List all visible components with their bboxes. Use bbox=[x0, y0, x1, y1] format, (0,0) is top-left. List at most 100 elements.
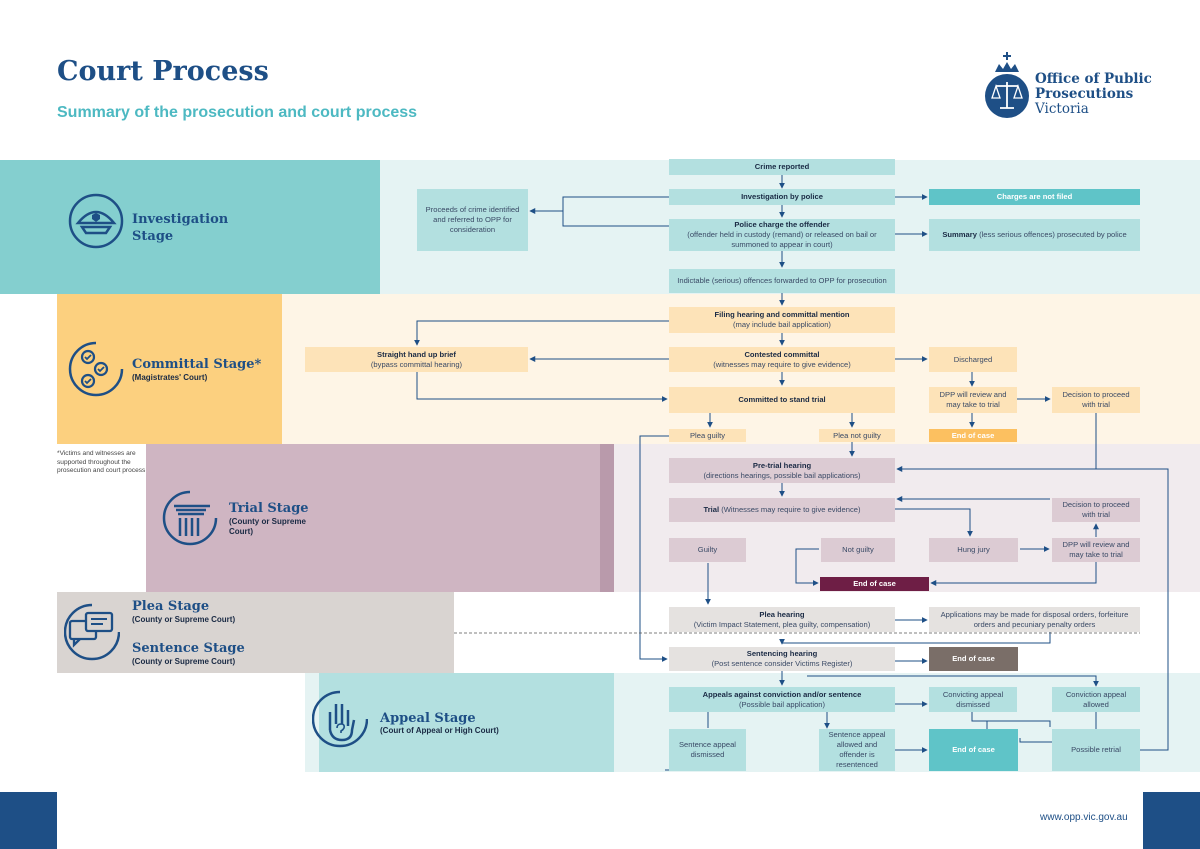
investigation-title: Investigation by police bbox=[741, 192, 823, 201]
summary-desc: (less serious offences) prosecuted by po… bbox=[979, 230, 1127, 239]
crown-scales-icon bbox=[985, 52, 1029, 118]
page-title: Court Process bbox=[57, 56, 269, 87]
end-case-node-2: End of case bbox=[820, 577, 929, 591]
sentence-allowed-text: Sentence appeal allowed and offender is … bbox=[828, 730, 886, 769]
crime-reported-node: Crime reported bbox=[669, 159, 895, 175]
applications-node: Applications may be made for disposal or… bbox=[929, 607, 1140, 632]
plea-not-guilty-text: Plea not guilty bbox=[833, 430, 881, 440]
speech-bubbles-icon bbox=[64, 603, 120, 661]
investigation-node: Investigation by police bbox=[669, 189, 895, 205]
conviction-dismissed-node: Convicting appeal dismissed bbox=[929, 687, 1017, 712]
appeal-stage-label: Appeal Stage bbox=[380, 711, 476, 726]
retrial-text: Possible retrial bbox=[1071, 745, 1121, 754]
contested-node: Contested committal(witnesses may requir… bbox=[669, 347, 895, 372]
decision-text-2: Decision to proceed with trial bbox=[1062, 500, 1130, 519]
plea-guilty-node: Plea guilty bbox=[669, 429, 746, 442]
appeal-stage-panel bbox=[319, 673, 614, 772]
pretrial-node: Pre-trial hearing(directions hearings, p… bbox=[669, 458, 895, 483]
sentencing-title: Sentencing hearing bbox=[746, 649, 818, 658]
charge-title: Police charge the offender bbox=[734, 220, 830, 229]
end-case-title-4: End of case bbox=[952, 745, 995, 754]
retrial-node: Possible retrial bbox=[1052, 729, 1140, 771]
indictable-node: Indictable (serious) offences forwarded … bbox=[669, 269, 895, 293]
logo-text: Office of Public Prosecutions Victoria bbox=[1035, 72, 1152, 117]
police-cap-icon bbox=[68, 193, 124, 249]
plea-stage-sub: (County or Supreme Court) bbox=[132, 615, 236, 624]
trial-stage-label: Trial Stage bbox=[229, 501, 309, 516]
committed-title: Committed to stand trial bbox=[738, 395, 826, 404]
investigation-stage-label: Investigation Stage bbox=[132, 212, 229, 244]
appeals-text: (Possible bail application) bbox=[738, 699, 826, 709]
end-case-node-4: End of case bbox=[929, 729, 1018, 771]
sentence-allowed-node: Sentence appeal allowed and offender is … bbox=[819, 729, 895, 771]
not-guilty-text: Not guilty bbox=[842, 545, 874, 554]
contested-title: Contested committal bbox=[744, 349, 820, 359]
end-case-node-3: End of case bbox=[929, 647, 1018, 671]
logo-line-2: Prosecutions bbox=[1035, 86, 1134, 102]
victims-note: *Victims and witnesses are supported thr… bbox=[57, 450, 146, 474]
plea-hearing-title: Plea hearing bbox=[759, 609, 805, 619]
plea-hearing-node: Plea hearing(Victim Impact Statement, pl… bbox=[669, 607, 895, 632]
straight-brief-node: Straight hand up brief(bypass committal … bbox=[305, 347, 528, 372]
committal-stage-sub: (Magistrates' Court) bbox=[132, 373, 208, 382]
investigation-stage-panel bbox=[0, 160, 380, 294]
summary-node: Summary (less serious offences) prosecut… bbox=[929, 219, 1140, 251]
charge-node: Police charge the offender(offender held… bbox=[669, 219, 895, 251]
trial-stage-edge bbox=[600, 444, 614, 592]
end-case-title-3: End of case bbox=[952, 654, 995, 663]
plea-stage-label: Plea Stage bbox=[132, 599, 210, 614]
appeals-node: Appeals against conviction and/or senten… bbox=[669, 687, 895, 712]
decision-node-2: Decision to proceed with trial bbox=[1052, 498, 1140, 522]
hung-jury-node: Hung jury bbox=[929, 538, 1018, 562]
appeal-stage-sub: (Court of Appeal or High Court) bbox=[380, 726, 499, 735]
contested-text: (witnesses may require to give evidence) bbox=[713, 359, 851, 369]
end-case-title-1: End of case bbox=[951, 430, 995, 440]
decision-node-1: Decision to proceed with trial bbox=[1052, 387, 1140, 413]
conviction-dismissed-text: Convicting appeal dismissed bbox=[942, 689, 1004, 709]
logo-line-3: Victoria bbox=[1035, 101, 1089, 117]
decision-text-1: Decision to proceed with trial bbox=[1062, 390, 1130, 409]
sentence-dismissed-text: Sentence appeal dismissed bbox=[678, 740, 736, 759]
end-case-node-1: End of case bbox=[929, 429, 1017, 442]
plea-sentence-stage-panel bbox=[57, 592, 454, 673]
checklist-icon bbox=[68, 341, 124, 397]
not-filed-title: Charges are not filed bbox=[996, 192, 1073, 201]
dpp-review-node-1: DPP will review and may take to trial bbox=[929, 387, 1017, 413]
applications-text: Applications may be made for disposal or… bbox=[940, 609, 1129, 629]
dpp-review-text-1: DPP will review and may take to trial bbox=[939, 390, 1007, 409]
trial-stage-sub: (County or Supreme Court) bbox=[229, 517, 306, 536]
raised-hand-icon bbox=[312, 690, 368, 748]
not-guilty-node: Not guilty bbox=[821, 538, 895, 562]
sentence-stage-sub: (County or Supreme Court) bbox=[132, 657, 236, 666]
website-link[interactable]: www.opp.vic.gov.au bbox=[1040, 812, 1128, 823]
end-case-title-2: End of case bbox=[853, 579, 896, 588]
not-filed-node: Charges are not filed bbox=[929, 189, 1140, 205]
hung-jury-text: Hung jury bbox=[957, 545, 990, 554]
sentencing-node: Sentencing hearing(Post sentence conside… bbox=[669, 647, 895, 671]
summary-text: Summary (less serious offences) prosecut… bbox=[942, 230, 1126, 240]
court-column-icon bbox=[162, 490, 218, 546]
dpp-review-node-2: DPP will review and may take to trial bbox=[1052, 538, 1140, 562]
sentencing-text: (Post sentence consider Victims Register… bbox=[711, 659, 853, 668]
trial-stage-panel bbox=[146, 444, 600, 592]
proceeds-text: Proceeds of crime identified and referre… bbox=[425, 205, 520, 234]
sentence-dismissed-node: Sentence appeal dismissed bbox=[669, 729, 746, 771]
committal-stage-label: Committal Stage* bbox=[132, 357, 262, 372]
pretrial-title: Pre-trial hearing bbox=[752, 460, 812, 470]
sentence-stage-label: Sentence Stage bbox=[132, 641, 245, 656]
committed-node: Committed to stand trial bbox=[669, 387, 895, 413]
discharged-node: Discharged bbox=[929, 347, 1017, 372]
dpp-review-text-2: DPP will review and may take to trial bbox=[1062, 540, 1130, 559]
proceeds-node: Proceeds of crime identified and referre… bbox=[417, 189, 528, 251]
filing-node: Filing hearing and committal mention(may… bbox=[669, 307, 895, 333]
crime-reported-title: Crime reported bbox=[754, 162, 810, 171]
conviction-allowed-node: Conviction appeal allowed bbox=[1052, 687, 1140, 712]
footer-block-right bbox=[1143, 792, 1200, 849]
filing-text: (may include bail application) bbox=[733, 320, 831, 329]
filing-title: Filing hearing and committal mention bbox=[714, 310, 850, 319]
charge-text: (offender held in custody (remand) or re… bbox=[687, 230, 877, 249]
conviction-allowed-text: Conviction appeal allowed bbox=[1065, 689, 1127, 709]
summary-title: Summary bbox=[942, 230, 977, 239]
guilty-text: Guilty bbox=[697, 545, 718, 554]
